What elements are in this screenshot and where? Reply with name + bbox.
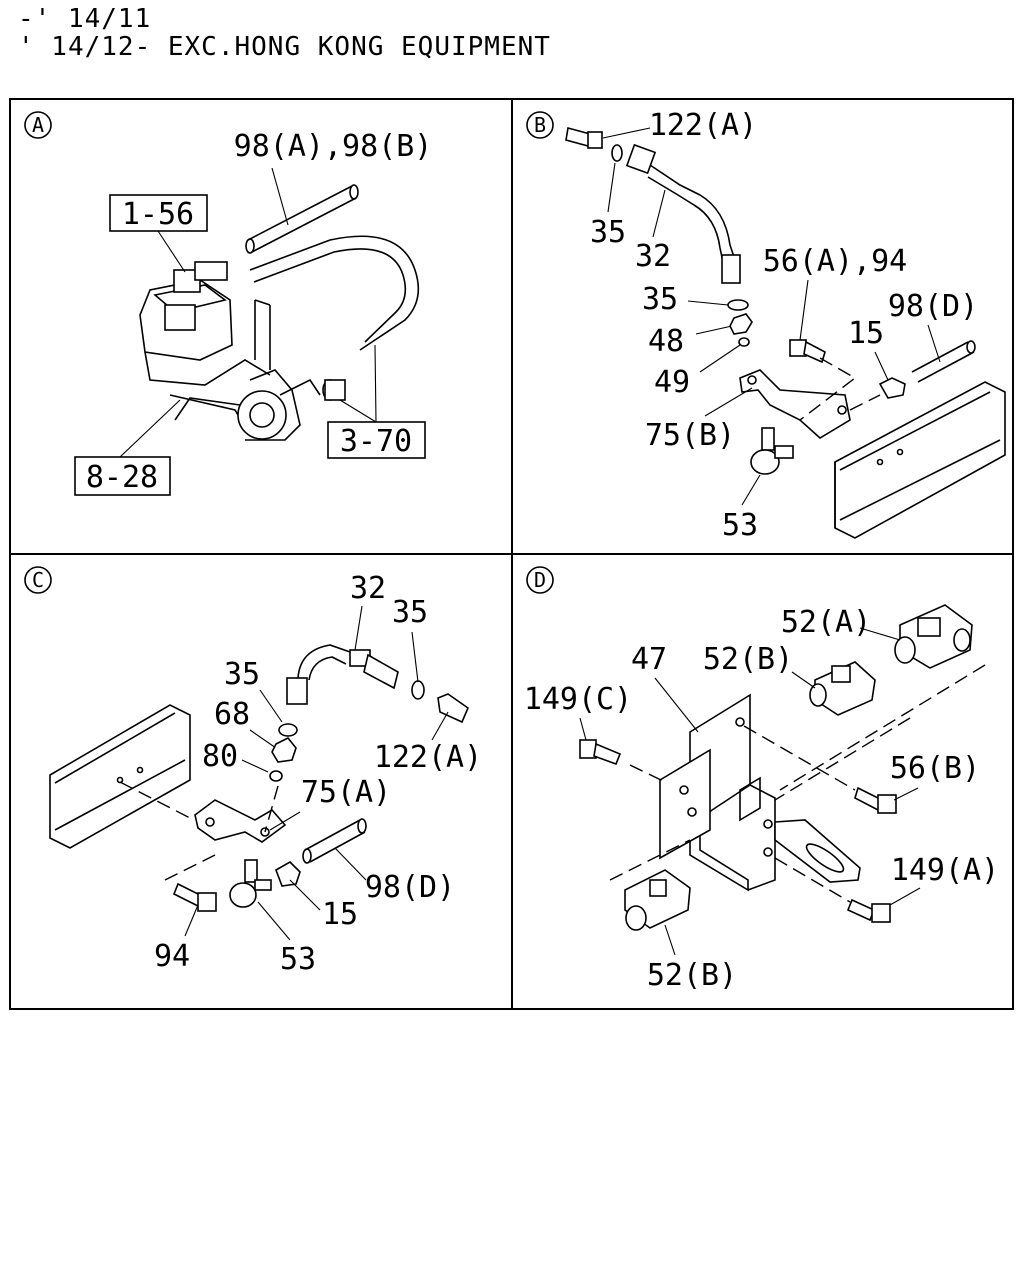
tee-fitting-53 (750, 427, 794, 475)
nut-15-c (275, 861, 301, 887)
panel-a-marker: A (32, 113, 44, 137)
label-149c: 149(C) (524, 682, 632, 717)
lock-washer-80 (269, 770, 283, 782)
label-15: 15 (848, 316, 884, 351)
label-149a: 149(A) (891, 853, 999, 888)
label-48: 48 (648, 324, 684, 359)
valve-assembly (139, 261, 346, 441)
label-53: 53 (722, 508, 758, 543)
label-56a-94: 56(A),94 (763, 244, 908, 279)
label-49: 49 (654, 365, 690, 400)
nut-15 (878, 377, 906, 399)
label-75a: 75(A) (301, 775, 391, 810)
label-80: 80 (202, 739, 238, 774)
label-94: 94 (154, 939, 190, 974)
header-line-2: ' 14/12- EXC.HONG KONG EQUIPMENT (18, 32, 551, 62)
bolt-149a (846, 898, 891, 923)
header-line-1: -' 14/11 (18, 4, 152, 34)
bolt-149c (579, 739, 622, 766)
panel-c-marker-circle (24, 566, 52, 594)
ref-box-3-70 (327, 421, 426, 459)
label-1-56: 1-56 (122, 197, 194, 232)
washer-35 (611, 144, 623, 162)
banjo-bolt-122a-c (437, 693, 469, 724)
tee-fitting-52b-top (809, 661, 876, 716)
label-32: 32 (635, 239, 671, 274)
bracket-75a (194, 799, 287, 843)
label-3-70: 3-70 (340, 424, 412, 459)
washer-35-c-left (278, 723, 298, 737)
label-53-c: 53 (280, 942, 316, 977)
hose-32-c (286, 644, 399, 705)
panel-b: B 122(A) 35 32 35 48 49 (526, 108, 1006, 543)
panel-b-marker-circle (526, 111, 554, 139)
label-35-top: 35 (590, 215, 626, 250)
frame-rail-b (834, 381, 1006, 539)
panel-d: D 47 52(A) (524, 566, 999, 993)
panel-c-marker: C (32, 568, 44, 592)
washer-35-c-right (411, 680, 425, 700)
panel-a: A (24, 111, 433, 496)
tee-fitting-52a (894, 604, 973, 669)
bracket-47 (659, 693, 776, 892)
label-122a: 122(A) (649, 108, 757, 143)
label-98a-98b: 98(A),98(B) (234, 129, 433, 164)
bolt-94-c (172, 882, 217, 912)
frame-rail-c (49, 704, 191, 849)
tee-fitting-53-c (229, 859, 272, 908)
panel-d-marker-circle (526, 566, 554, 594)
bracket-75b (739, 369, 851, 439)
label-35-c-right: 35 (392, 595, 428, 630)
hose-32 (625, 143, 741, 284)
panel-d-marker: D (534, 568, 546, 592)
label-122a-c: 122(A) (374, 740, 482, 775)
tee-fitting-52b-bottom (624, 869, 691, 931)
label-98d: 98(D) (888, 289, 978, 324)
label-52b-bottom: 52(B) (647, 958, 737, 993)
label-52a: 52(A) (781, 605, 871, 640)
label-68: 68 (214, 697, 250, 732)
label-35-mid: 35 (642, 282, 678, 317)
pipe-98d (911, 340, 976, 383)
label-32-c: 32 (350, 571, 386, 606)
nut-68 (271, 736, 297, 763)
pipe-98d-c (302, 818, 367, 864)
label-8-28: 8-28 (86, 460, 158, 495)
washer-35-b (727, 299, 749, 311)
ref-box-8-28 (74, 456, 171, 496)
label-15-c: 15 (322, 897, 358, 932)
lock-washer-49 (738, 337, 750, 347)
bolt-56b (854, 786, 897, 814)
label-98d-c: 98(D) (365, 870, 455, 905)
label-47: 47 (631, 642, 667, 677)
panel-c: C 32 35 122(A) 35 (24, 566, 482, 977)
slotted-plate (774, 819, 861, 883)
banjo-bolt-122a (565, 126, 603, 149)
bolt-56a-94 (789, 339, 826, 364)
panel-b-marker: B (534, 113, 546, 137)
straight-pipe (245, 184, 359, 254)
label-56b: 56(B) (890, 751, 980, 786)
nut-48 (729, 313, 753, 335)
bent-pipe (249, 235, 420, 351)
label-35-c-left: 35 (224, 657, 260, 692)
label-75b: 75(B) (645, 418, 735, 453)
panel-a-marker-circle (24, 111, 52, 139)
label-52b-top: 52(B) (703, 642, 793, 677)
